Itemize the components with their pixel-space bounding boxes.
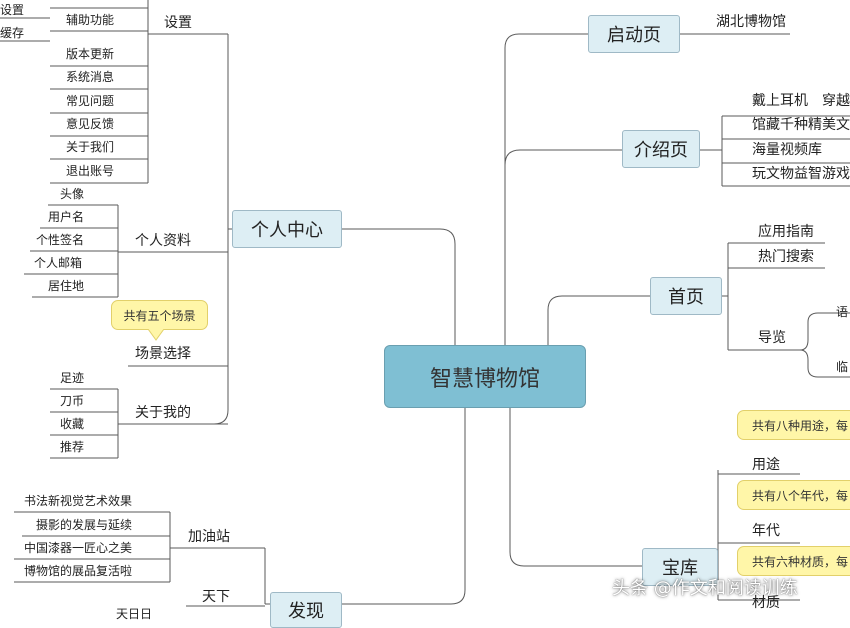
node-discover[interactable]: 发现 <box>270 592 342 628</box>
discover-partial-item: 天日日 <box>116 607 153 621</box>
watermark: 头条 @作文和阅读训练 <box>612 578 798 599</box>
root-node[interactable]: 智慧博物馆 <box>384 345 586 408</box>
profile-item-2: 用户名 <box>48 210 85 224</box>
settings-label: 设置 <box>164 15 192 31</box>
about-item-2: 刀币 <box>60 394 85 408</box>
callout-scenes: 共有五个场景 <box>111 300 208 330</box>
scene-label: 场景选择 <box>135 346 191 362</box>
about-item-4: 推荐 <box>60 440 85 454</box>
profile-item-1: 头像 <box>60 187 85 201</box>
home-item-search: 热门搜索 <box>758 249 814 265</box>
profile-item-5: 居住地 <box>48 279 85 293</box>
intro-item-2: 馆藏千种精美文 <box>752 117 850 133</box>
settings-item-7: 退出账号 <box>66 164 115 178</box>
profile-item-3: 个性签名 <box>36 233 85 247</box>
settings-item-5: 意见反馈 <box>66 117 115 131</box>
settings-item-4: 常见问题 <box>66 94 115 108</box>
intro-item-1: 戴上耳机 穿越 <box>752 93 850 109</box>
home-sub-1: 语 <box>836 305 849 319</box>
settings-sub-2: 缓存 <box>0 26 25 40</box>
station-item-4: 博物馆的展品复活啦 <box>24 564 133 578</box>
startup-content: 湖北博物馆 <box>716 14 786 30</box>
treasury-item-material: 材质 <box>752 595 780 611</box>
intro-item-4: 玩文物益智游戏 <box>752 166 850 182</box>
settings-item-1: 辅助功能 <box>66 13 115 27</box>
node-treasury[interactable]: 宝库 <box>642 548 718 586</box>
station-item-1: 书法新视觉艺术效果 <box>24 494 133 508</box>
node-startup[interactable]: 启动页 <box>588 15 680 53</box>
profile-label: 个人资料 <box>135 233 191 249</box>
node-personal-center[interactable]: 个人中心 <box>232 210 342 248</box>
home-sub-2: 临 <box>836 360 849 374</box>
treasury-item-era: 年代 <box>752 523 780 539</box>
home-item-tour: 导览 <box>758 330 786 346</box>
settings-item-6: 关于我们 <box>66 140 115 154</box>
home-item-guide: 应用指南 <box>758 224 814 240</box>
node-home[interactable]: 首页 <box>650 277 722 315</box>
about-item-3: 收藏 <box>60 417 85 431</box>
profile-item-4: 个人邮箱 <box>34 256 83 270</box>
node-intro[interactable]: 介绍页 <box>622 130 700 168</box>
treasury-item-usage: 用途 <box>752 457 780 473</box>
station-item-3: 中国漆器一匠心之美 <box>24 541 133 555</box>
settings-item-3: 系统消息 <box>66 70 115 84</box>
settings-sub-1: 设置 <box>0 3 25 17</box>
intro-item-3: 海量视频库 <box>752 142 822 158</box>
callout-usage: 共有八种用途，每 <box>737 410 850 440</box>
callout-era: 共有八个年代，每 <box>737 480 850 510</box>
world-label: 天下 <box>202 589 230 605</box>
station-label: 加油站 <box>188 529 230 545</box>
about-label: 关于我的 <box>135 405 191 421</box>
callout-material: 共有六种材质，每 <box>737 546 850 576</box>
settings-item-2: 版本更新 <box>66 47 115 61</box>
callout-pointer <box>147 329 165 341</box>
about-item-1: 足迹 <box>60 371 85 385</box>
station-item-2: 摄影的发展与延续 <box>36 518 133 532</box>
